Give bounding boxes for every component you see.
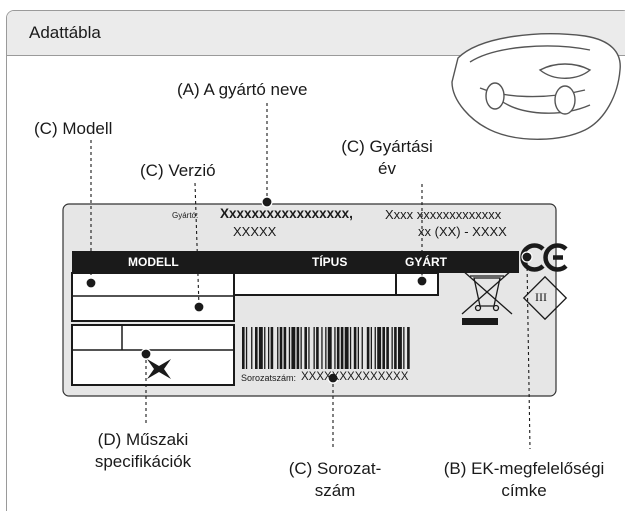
panel-frame <box>6 10 625 511</box>
leader-lines <box>90 103 531 450</box>
maker-prefix: Gyártó: <box>172 211 199 220</box>
maker-name: Xxxxxxxxxxxxxxxxx, <box>220 206 353 221</box>
serial-label: Sorozatszám: <box>241 373 297 383</box>
callout-manufacturer: (A) A gyártó neve <box>177 80 308 99</box>
callout-tech-line2: specifikációk <box>94 452 192 471</box>
class-iii-icon <box>522 275 568 321</box>
callout-tech-line1: (D) Műszaki <box>97 430 189 449</box>
leader-dots <box>85 196 533 384</box>
callout-year-line2: év <box>378 159 396 178</box>
weee-bin-icon <box>461 269 513 315</box>
year-box <box>395 272 439 296</box>
callout-ce-line1: (B) EK-megfelelőségi <box>443 459 605 478</box>
callout-year-line1: (C) Gyártási <box>341 137 433 156</box>
col-model: MODELL <box>128 255 179 269</box>
callout-ce-line2: címke <box>501 481 547 500</box>
col-type: TÍPUS <box>312 255 348 269</box>
type-box <box>233 272 397 296</box>
plate-header-bar <box>72 251 519 273</box>
mower-icon <box>451 33 621 140</box>
col-year: GYÁRT <box>405 255 447 269</box>
class-mark: III <box>535 290 547 304</box>
serial-value: XXXXXXXXXXXXXX <box>301 371 409 383</box>
callout-serial-line1: (C) Sorozat- <box>288 459 382 478</box>
tech-spec-box <box>71 324 235 386</box>
weee-bar <box>462 318 498 325</box>
callout-version: (C) Verzió <box>140 161 216 180</box>
callout-serial-line2: szám <box>314 481 356 500</box>
callout-model: (C) Modell <box>34 119 113 138</box>
barcode-icon <box>242 327 410 369</box>
panel-title: Adattábla <box>29 23 101 42</box>
model-box <box>71 272 235 322</box>
fan-icon <box>147 359 171 379</box>
maker-address-3: xx (XX) - XXXX <box>418 224 507 239</box>
maker-address-1: Xxxx xxxxxxxxxxxxx <box>385 207 502 222</box>
maker-address-2: XXXXX <box>233 224 277 239</box>
